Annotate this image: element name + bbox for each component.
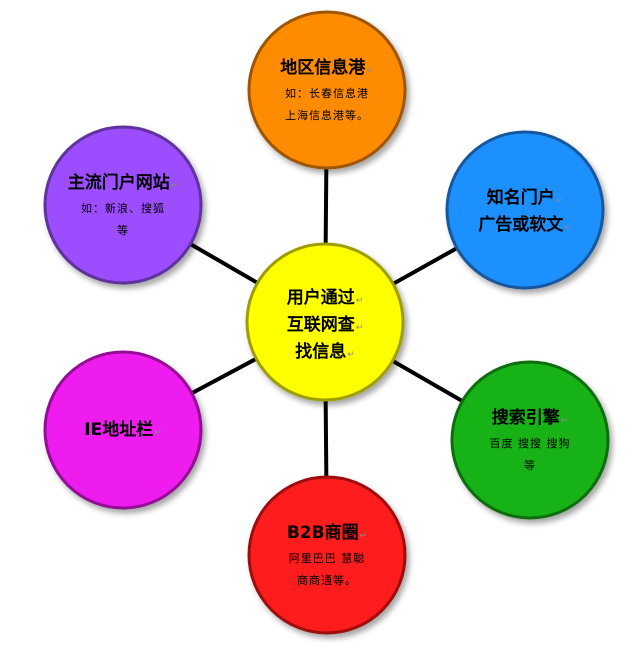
node-search-engine	[450, 360, 610, 520]
node-regional-portal	[247, 10, 407, 170]
node-center	[245, 242, 405, 402]
node-b2b-business	[247, 475, 407, 635]
node-mainstream-portal	[43, 125, 203, 285]
node-ie-address-bar	[43, 350, 203, 510]
node-famous-portal-ads	[445, 130, 605, 290]
